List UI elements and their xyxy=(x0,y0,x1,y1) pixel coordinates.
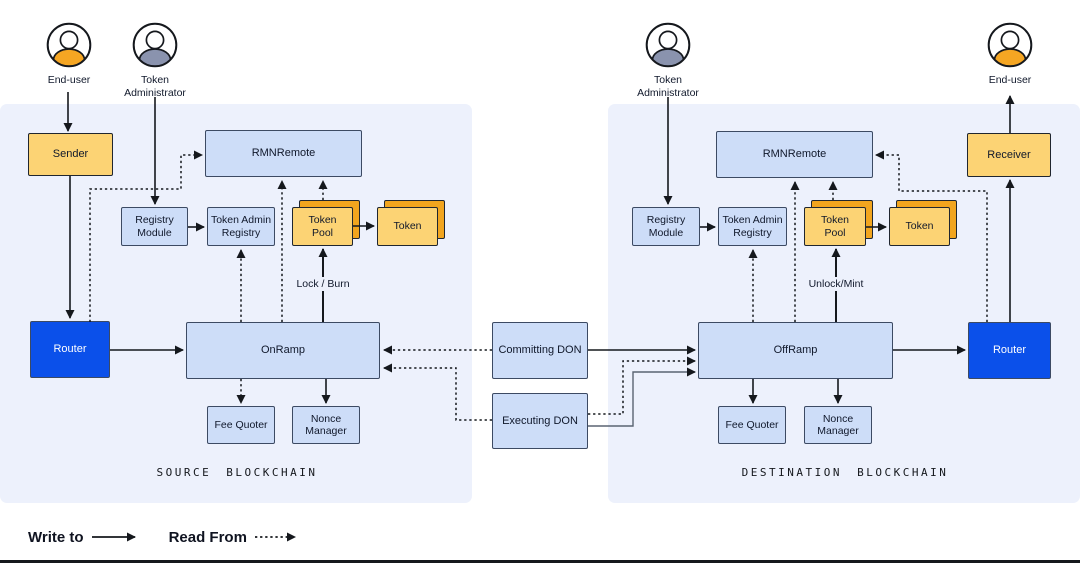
end-user-icon xyxy=(987,22,1033,68)
token-administrator-icon xyxy=(645,22,691,68)
end-user-icon xyxy=(46,22,92,68)
committing-don-node: Committing DON xyxy=(492,322,588,379)
dest-nonce-manager-node: Nonce Manager xyxy=(804,406,872,444)
destination-panel-title: DESTINATION BLOCKCHAIN xyxy=(741,466,949,479)
actor-dest-token-admin: Token Administrator xyxy=(620,21,716,99)
dest-router-node: Router xyxy=(968,322,1051,379)
dest-token-admin-registry-node: Token Admin Registry xyxy=(718,207,787,246)
source-rmnremote-node: RMNRemote xyxy=(205,130,362,177)
source-token-admin-registry-node: Token Admin Registry xyxy=(207,207,275,246)
source-nonce-manager-node: Nonce Manager xyxy=(292,406,360,444)
solid-arrow-icon xyxy=(91,532,136,542)
onramp-node: OnRamp xyxy=(186,322,380,379)
executing-don-node: Executing DON xyxy=(492,393,588,449)
legend-write-to-label: Write to xyxy=(28,528,84,546)
source-fee-quoter-node: Fee Quoter xyxy=(207,406,275,444)
actor-label: Token Administrator xyxy=(637,74,699,99)
dest-fee-quoter-node: Fee Quoter xyxy=(718,406,786,444)
source-panel-title: SOURCE BLOCKCHAIN xyxy=(156,466,318,479)
source-registry-module-node: Registry Module xyxy=(121,207,188,246)
sender-node: Sender xyxy=(28,133,113,176)
source-token-pool-node: Token Pool xyxy=(292,207,353,246)
actor-label: End-user xyxy=(988,74,1032,86)
legend-read-from: Read From xyxy=(169,529,300,546)
legend: Write to Read From xyxy=(28,523,300,551)
offramp-node: OffRamp xyxy=(698,322,893,379)
actor-label: End-user xyxy=(47,74,91,86)
actor-label: Token Administrator xyxy=(124,74,186,99)
dotted-arrow-icon xyxy=(254,532,296,542)
dest-token-pool-node: Token Pool xyxy=(804,207,866,246)
lock-burn-label: Lock / Burn xyxy=(292,277,354,291)
receiver-node: Receiver xyxy=(967,133,1051,177)
dest-rmnremote-node: RMNRemote xyxy=(716,131,873,178)
unlock-mint-label: Unlock/Mint xyxy=(804,277,868,291)
dest-token-node: Token xyxy=(889,207,950,246)
bottom-divider xyxy=(0,560,1080,563)
actor-source-token-admin: Token Administrator xyxy=(107,21,203,99)
actor-source-end-user: End-user xyxy=(21,21,117,87)
dest-registry-module-node: Registry Module xyxy=(632,207,700,246)
source-token-node: Token xyxy=(377,207,438,246)
source-router-node: Router xyxy=(30,321,110,378)
token-administrator-icon xyxy=(132,22,178,68)
actor-dest-end-user: End-user xyxy=(962,21,1058,87)
legend-read-from-label: Read From xyxy=(168,528,247,546)
legend-write-to: Write to xyxy=(28,529,139,546)
